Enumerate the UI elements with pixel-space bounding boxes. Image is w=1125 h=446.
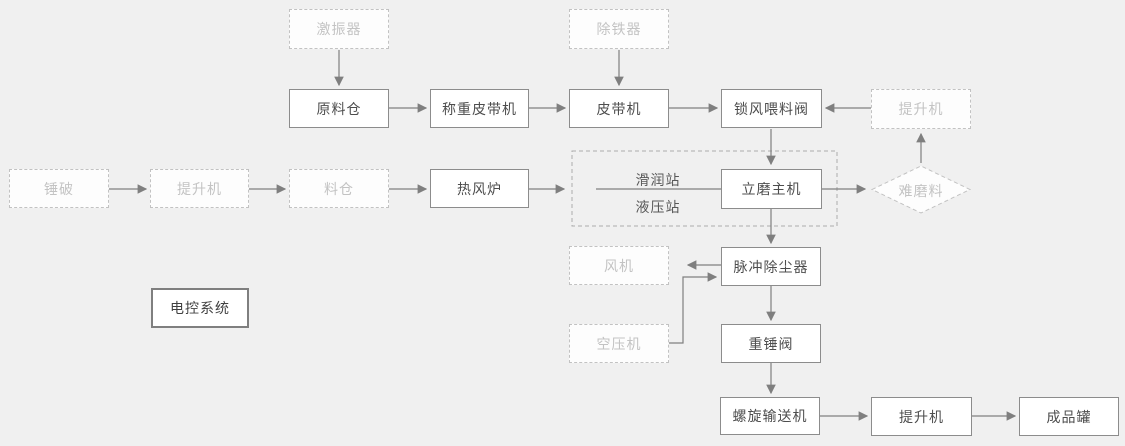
- node-fan: 风机: [569, 246, 669, 285]
- decision-hard-to-grind-material: 难磨料: [898, 183, 944, 199]
- node-hot-air-furnace: 热风炉: [430, 169, 529, 208]
- node-pulse-dust-collector: 脉冲除尘器: [721, 247, 821, 286]
- node-hammer-crusher: 锤破: [9, 169, 109, 208]
- node-bucket-elevator-recycle: 提升机: [871, 89, 971, 129]
- label-lubrication-station: 滑润站: [635, 172, 681, 188]
- node-air-compressor: 空压机: [569, 324, 669, 363]
- arrow-compressor-to-dust-collector: [669, 272, 718, 344]
- node-airlock-feeding-valve: 锁风喂料阀: [721, 89, 822, 128]
- node-electric-control-system: 电控系统: [151, 288, 249, 328]
- node-vertical-mill-main-unit: 立磨主机: [721, 169, 822, 209]
- node-belt-conveyor: 皮带机: [569, 89, 669, 128]
- node-iron-remover: 除铁器: [569, 9, 669, 49]
- label-hydraulic-station: 液压站: [635, 199, 681, 215]
- node-raw-material-silo: 原料仓: [289, 89, 389, 128]
- node-bucket-elevator-feed: 提升机: [150, 169, 249, 208]
- node-weighing-belt-conveyor: 称重皮带机: [430, 89, 529, 128]
- node-bucket-elevator-product: 提升机: [871, 397, 972, 436]
- node-screw-conveyor: 螺旋输送机: [720, 397, 820, 435]
- node-finished-product-tank: 成品罐: [1019, 397, 1119, 436]
- node-silo: 料仓: [289, 169, 389, 208]
- node-heavy-hammer-valve: 重锤阀: [721, 324, 821, 363]
- decision-diamond-shape: [870, 165, 972, 214]
- node-vibrator: 激振器: [289, 9, 389, 49]
